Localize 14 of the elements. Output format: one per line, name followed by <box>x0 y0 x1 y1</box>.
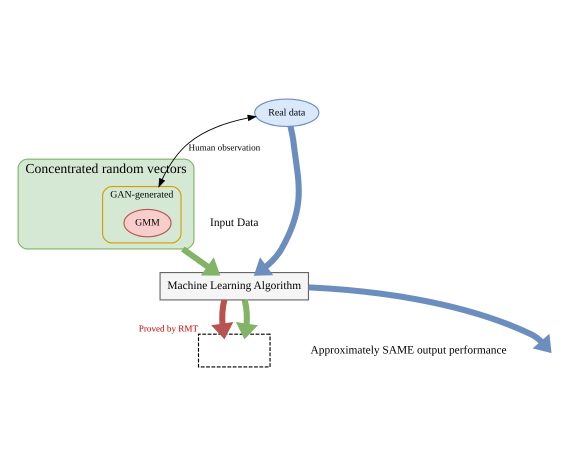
arrow <box>211 298 234 339</box>
node-ellipse: Real data <box>254 98 320 127</box>
label: Approximately SAME output performance <box>310 344 507 356</box>
arrow <box>254 125 302 276</box>
node-box <box>198 333 271 368</box>
label: Input Data <box>210 216 258 228</box>
arrow <box>181 246 220 276</box>
edge-label: Human observation <box>188 142 260 152</box>
arrow <box>158 114 258 188</box>
node-ellipse: GMM <box>123 208 172 237</box>
node-box: Machine Learning Algorithm <box>160 272 310 300</box>
node-label: Proved by RMT <box>138 323 198 334</box>
arrow <box>308 284 552 353</box>
arrow <box>236 298 258 339</box>
